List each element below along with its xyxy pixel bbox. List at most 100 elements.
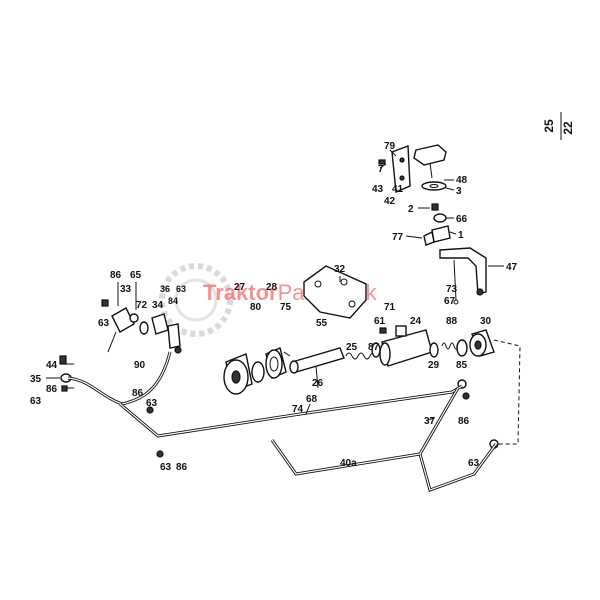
pin-77 — [423, 230, 435, 246]
callout-86-left: 86 — [46, 384, 58, 395]
callout-86-top: 86 — [110, 270, 122, 281]
clip-75 — [283, 351, 291, 357]
bolt-63-mid — [146, 406, 154, 414]
callout-29: 29 — [428, 360, 440, 371]
callout-3: 3 — [456, 186, 462, 197]
pedal-pad — [413, 144, 447, 166]
bushing-66 — [433, 213, 447, 223]
washer-3-hole — [429, 184, 439, 188]
leader-lines — [46, 149, 504, 421]
spring-88 — [441, 342, 459, 350]
callout-86-right: 86 — [458, 416, 470, 427]
pipe-riser — [121, 351, 172, 406]
mounting-plate-body — [303, 265, 367, 319]
pedal-lever-end — [476, 288, 484, 296]
plate-hole-3 — [348, 300, 356, 308]
retainer-28-face — [265, 349, 283, 379]
callout-28: 28 — [266, 282, 278, 293]
callout-77: 77 — [392, 232, 404, 243]
callout-24: 24 — [410, 316, 422, 327]
pipe-37 — [418, 387, 498, 492]
link-rod-eye — [453, 299, 459, 305]
washer-29 — [429, 342, 439, 358]
pipelines — [67, 339, 521, 492]
callout-72: 72 — [136, 300, 148, 311]
callout-1: 1 — [458, 230, 464, 241]
push-rod-end — [289, 360, 299, 374]
bolt-86-right — [462, 392, 470, 400]
callout-79: 79 — [384, 141, 396, 152]
pedal-bracket — [391, 145, 411, 194]
callout-7: 7 — [378, 164, 384, 175]
callout-90: 90 — [134, 360, 146, 371]
callout-73: 73 — [446, 284, 458, 295]
banjo-bolt-44 — [59, 355, 67, 365]
cylinder-port — [395, 325, 407, 337]
push-rod-shaft — [315, 365, 319, 389]
callout-87: 87 — [368, 342, 380, 353]
callout-68: 68 — [306, 394, 318, 405]
callout-66: 66 — [456, 214, 468, 225]
bolt-63-bottom — [156, 450, 164, 458]
callout-63-left: 63 — [30, 396, 42, 407]
callout-labels: 79 7 41 43 42 48 3 2 66 1 77 47 73 67 32… — [30, 141, 518, 473]
spring-25 — [345, 352, 377, 360]
callout-61: 61 — [374, 316, 386, 327]
callout-74: 74 — [292, 404, 304, 415]
callout-63-right: 63 — [468, 458, 480, 469]
callout-71: 71 — [384, 302, 396, 313]
callout-55: 55 — [316, 318, 328, 329]
callout-37: 37 — [424, 416, 436, 427]
mounting-plate — [303, 265, 367, 319]
callout-2: 2 — [408, 204, 414, 215]
callout-63-mid: 63 — [146, 398, 158, 409]
bolt-86-top — [101, 299, 109, 307]
callout-67: 67 — [444, 296, 456, 307]
callout-32: 32 — [334, 264, 346, 275]
bolt-61 — [379, 327, 387, 334]
ring-80 — [251, 361, 265, 383]
callout-80: 80 — [250, 302, 262, 313]
master-cylinder-assembly — [223, 325, 495, 395]
watermark-gear-hub — [174, 278, 218, 322]
boot-27-hole — [231, 370, 241, 384]
callout-84: 84 — [168, 296, 178, 306]
callout-35: 35 — [30, 374, 42, 385]
left-fittings — [59, 299, 499, 458]
pedal-bracket-hole-2 — [399, 175, 405, 181]
callout-43-top: 43 — [372, 184, 384, 195]
bolt-1 — [431, 225, 451, 243]
banjo-65 — [129, 313, 139, 323]
plate-hole-1 — [314, 280, 322, 288]
watermark-gear-icon — [159, 263, 233, 337]
page-ref-bottom: 25 — [542, 119, 556, 133]
fitting-84-nut — [174, 346, 182, 354]
callout-30: 30 — [480, 316, 492, 327]
cap-30-hole — [474, 340, 482, 350]
cylinder-body-face — [379, 342, 391, 366]
callout-48: 48 — [456, 175, 468, 186]
callout-34: 34 — [152, 300, 164, 311]
callout-86-mid: 86 — [132, 388, 144, 399]
plate-hole-2 — [340, 278, 348, 286]
screw-7 — [378, 159, 386, 165]
fitting-34 — [151, 313, 169, 335]
callout-88: 88 — [446, 316, 458, 327]
fitting-84 — [167, 323, 181, 349]
screw-55 — [311, 303, 321, 313]
callout-27: 27 — [234, 282, 246, 293]
callout-63-bottom: 63 — [160, 462, 172, 473]
pedal-assembly — [378, 144, 487, 305]
callout-63-bracket: 63 — [98, 318, 110, 329]
push-rod — [291, 347, 345, 373]
callout-44: 44 — [46, 360, 58, 371]
nut-2 — [431, 203, 439, 211]
callout-63-fitting: 63 — [176, 284, 186, 294]
callout-41: 41 — [392, 184, 404, 195]
callout-65: 65 — [130, 270, 142, 281]
pedal-bracket-hole — [399, 157, 405, 163]
page-ref-top: 22 — [561, 121, 575, 135]
callout-36: 36 — [160, 284, 170, 294]
assembly-dash-line — [493, 339, 521, 445]
